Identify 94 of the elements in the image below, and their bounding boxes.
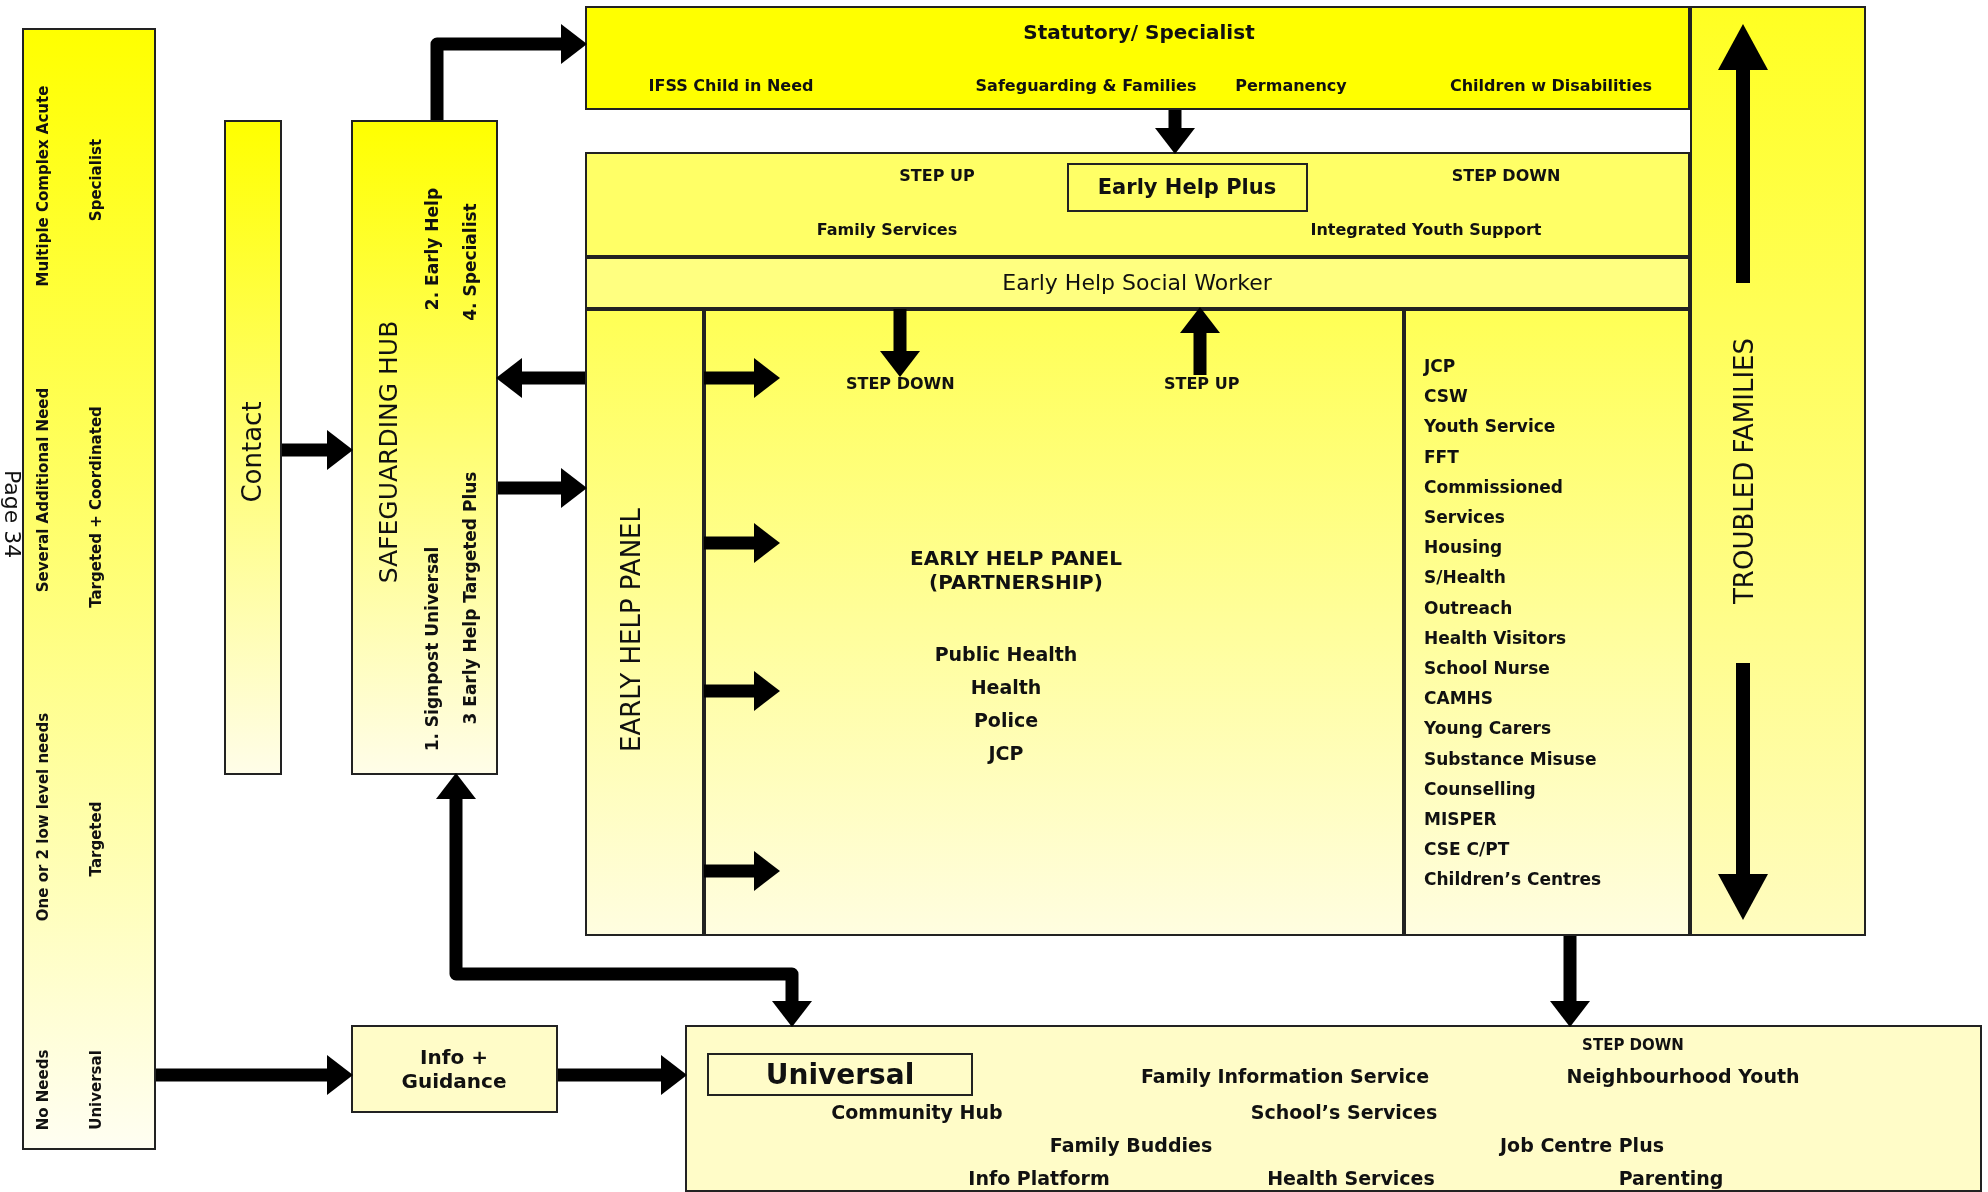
service-label: Health Services bbox=[1267, 1168, 1435, 1190]
step-label: STEP UP bbox=[1164, 375, 1240, 394]
box-label: Universal bbox=[765, 1058, 915, 1092]
arrow bbox=[880, 309, 920, 377]
box-label: Info + Guidance bbox=[400, 1045, 508, 1093]
service-item: Young Carers bbox=[1424, 717, 1553, 741]
service-label: Info Platform bbox=[968, 1168, 1110, 1190]
process-box bbox=[685, 1025, 1982, 1192]
service-item: CSW bbox=[1424, 385, 1469, 409]
step-label: STEP DOWN bbox=[846, 375, 955, 394]
service-item: MISPER bbox=[1424, 808, 1498, 832]
service-label: Parenting bbox=[1618, 1168, 1724, 1190]
box-label: Family Services bbox=[816, 220, 958, 240]
tier-label: No Needs bbox=[35, 1049, 53, 1131]
process-box bbox=[351, 1025, 558, 1113]
box-label: Public Health bbox=[934, 644, 1078, 666]
service-item: Services bbox=[1424, 506, 1506, 529]
process-box bbox=[585, 6, 1690, 110]
box-label: Early Help Social Worker bbox=[1002, 270, 1272, 296]
tier-label: Targeted bbox=[88, 801, 106, 877]
tier-label: Specialist bbox=[88, 138, 106, 222]
service-label: Neighbourhood Youth bbox=[1566, 1066, 1800, 1088]
tier-label: Targeted + Coordinated bbox=[88, 406, 106, 608]
arrow bbox=[436, 773, 812, 1027]
tier-label: Universal bbox=[88, 1050, 106, 1130]
service-item: S/Health bbox=[1424, 566, 1507, 590]
process-box bbox=[1067, 163, 1308, 212]
process-box bbox=[351, 120, 498, 775]
service-label: Family Buddies bbox=[1049, 1135, 1213, 1157]
arrow bbox=[1155, 110, 1195, 154]
service-item: FFT bbox=[1424, 445, 1460, 469]
tier-label: Several Additional Need bbox=[35, 387, 53, 593]
side-band bbox=[1690, 6, 1866, 936]
tier-label: Multiple Complex Acute bbox=[35, 85, 53, 287]
service-item: CSE C/PT bbox=[1424, 838, 1511, 862]
service-label: Family Information Service bbox=[1140, 1066, 1430, 1088]
box-label: JCP bbox=[988, 743, 1024, 765]
arrow bbox=[704, 358, 780, 398]
service-label: Job Centre Plus bbox=[1500, 1135, 1664, 1157]
arrow bbox=[704, 671, 780, 711]
arrow bbox=[496, 358, 585, 398]
service-label: School’s Services bbox=[1250, 1102, 1438, 1124]
hub-label: SAFEGUARDING HUB bbox=[374, 320, 404, 584]
service-item: Substance Misuse bbox=[1424, 747, 1598, 771]
box-label: Contact bbox=[238, 401, 268, 503]
service-label: STEP DOWN bbox=[1582, 1037, 1684, 1055]
service-item: Children’s Centres bbox=[1424, 868, 1602, 892]
box-label: Children w Disabilities bbox=[1449, 76, 1653, 96]
hub-label: 3 Early Help Targeted Plus bbox=[461, 471, 481, 725]
arrow bbox=[704, 851, 780, 891]
box-label: Police bbox=[973, 710, 1039, 732]
arrow bbox=[282, 430, 353, 470]
service-label: Community Hub bbox=[831, 1102, 1003, 1124]
band-label: TROUBLED FAMILIES bbox=[1730, 338, 1760, 604]
box-label: STEP DOWN bbox=[1451, 166, 1561, 186]
box-label: Statutory/ Specialist bbox=[1023, 20, 1255, 44]
box-label: STEP UP bbox=[899, 166, 975, 186]
arrow bbox=[1180, 307, 1220, 375]
tier-label: One or 2 low level needs bbox=[35, 712, 53, 922]
arrow bbox=[1550, 936, 1590, 1027]
box-label: IFSS Child in Need bbox=[648, 76, 814, 96]
need-level-column bbox=[22, 28, 156, 1150]
process-box bbox=[707, 1053, 973, 1096]
hub-label: 2. Early Help bbox=[423, 187, 443, 311]
hub-label: 1. Signpost Universal bbox=[423, 546, 443, 752]
panel-label: EARLY HELP PANEL bbox=[617, 508, 647, 752]
service-item: Housing bbox=[1424, 536, 1504, 560]
box-label: Health bbox=[970, 677, 1042, 699]
arrow bbox=[430, 24, 587, 120]
service-item: Health Visitors bbox=[1424, 626, 1568, 650]
panel-area bbox=[704, 309, 1404, 936]
section-box bbox=[585, 257, 1690, 309]
service-list-column bbox=[1404, 309, 1690, 936]
hub-label: 4. Specialist bbox=[461, 203, 481, 321]
section-box bbox=[585, 152, 1690, 257]
arrow bbox=[558, 1055, 687, 1095]
panel-column bbox=[585, 309, 704, 936]
service-item: Counselling bbox=[1424, 777, 1537, 801]
arrow bbox=[156, 1055, 353, 1095]
service-item: JCP bbox=[1424, 355, 1457, 378]
service-item: Youth Service bbox=[1424, 415, 1557, 439]
arrow bbox=[704, 523, 780, 563]
service-item: Commissioned bbox=[1424, 475, 1564, 499]
page-number: Page 34 bbox=[0, 470, 25, 559]
process-box bbox=[224, 120, 282, 775]
box-label: Integrated Youth Support bbox=[1310, 220, 1542, 240]
box-label: Safeguarding & Families bbox=[975, 76, 1197, 96]
box-label: EARLY HELP PANEL (PARTNERSHIP) bbox=[909, 546, 1123, 594]
arrow bbox=[498, 468, 587, 508]
box-label: Early Help Plus bbox=[1097, 174, 1277, 200]
box-label: Permanency bbox=[1235, 76, 1347, 96]
service-item: Outreach bbox=[1424, 596, 1514, 620]
service-item: School Nurse bbox=[1424, 657, 1551, 681]
service-item: CAMHS bbox=[1424, 687, 1495, 711]
